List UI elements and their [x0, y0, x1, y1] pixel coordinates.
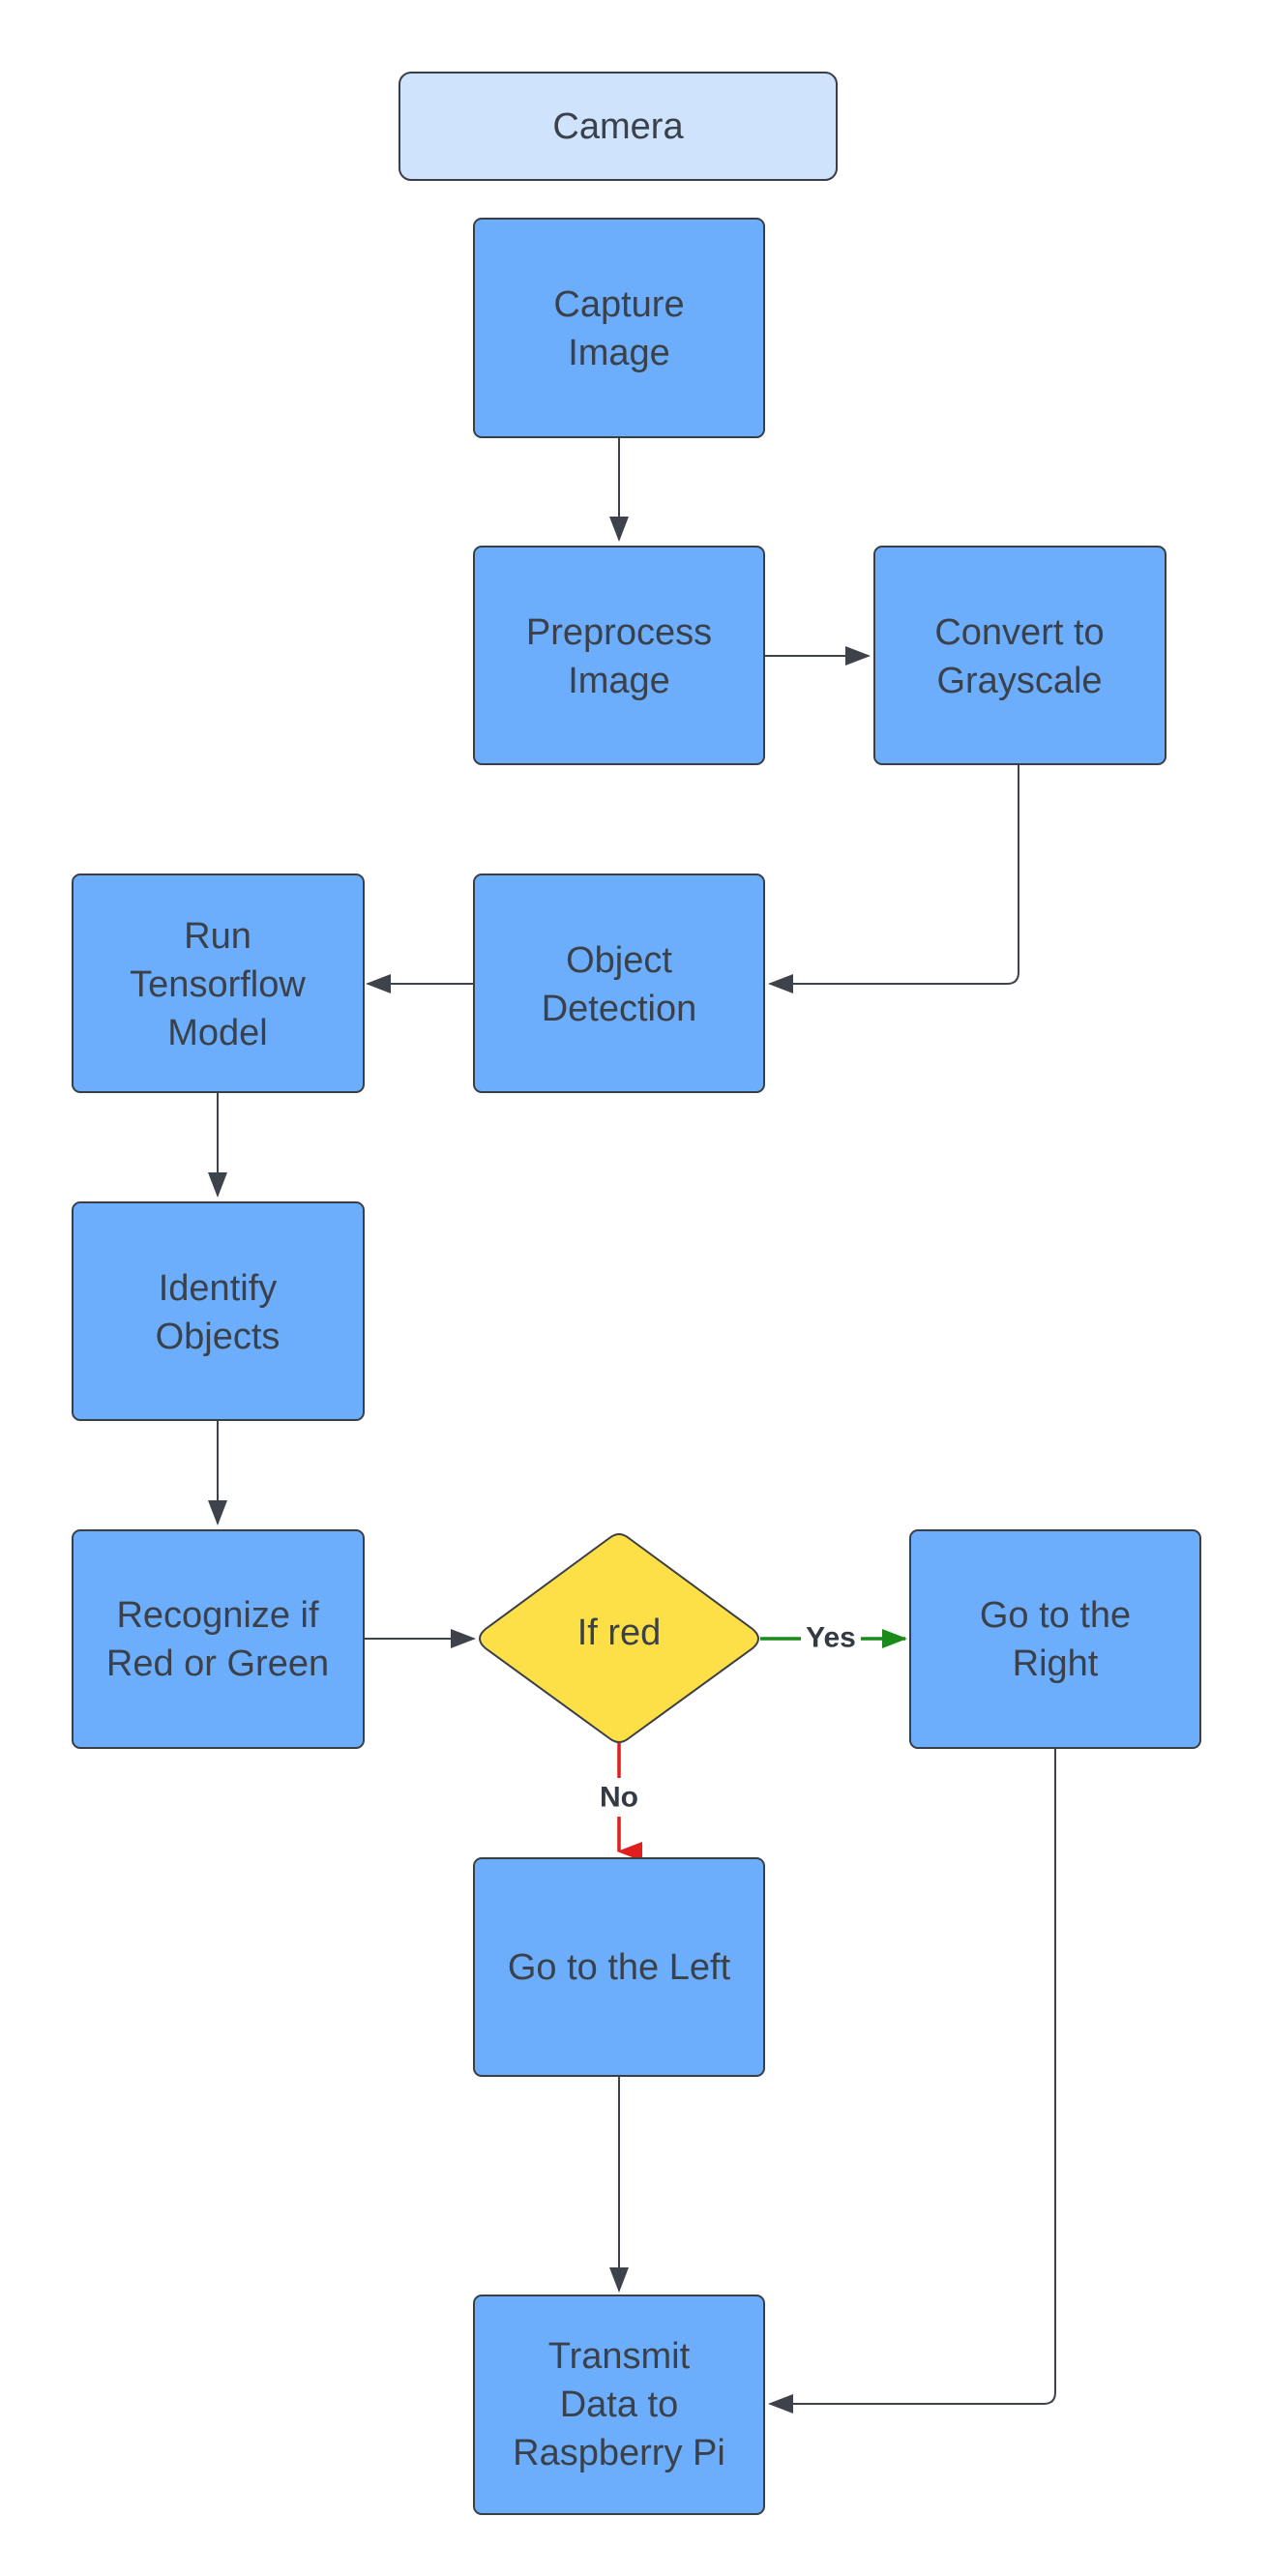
- node-label-line: Go to the Left: [508, 1947, 731, 1988]
- node-convert-grayscale-label: Convert to Grayscale: [934, 612, 1104, 701]
- node-decision-if-red-label: If red: [577, 1613, 662, 1653]
- node-label-line: Model: [167, 1013, 268, 1053]
- node-label-line: Data to: [560, 2384, 679, 2425]
- node-label-line: Image: [568, 661, 670, 701]
- no-label: No: [600, 1782, 638, 1814]
- node-label-line: Red or Green: [106, 1643, 329, 1684]
- node-label-line: Objects: [156, 1317, 281, 1357]
- node-convert-grayscale[interactable]: Convert to Grayscale: [873, 546, 1167, 765]
- node-recognize-color[interactable]: Recognize if Red or Green: [72, 1529, 365, 1749]
- node-label-line: Right: [1013, 1643, 1099, 1684]
- node-recognize-color-label: Recognize if Red or Green: [106, 1595, 329, 1684]
- node-label-line: Capture: [553, 284, 684, 325]
- node-label-line: Raspberry Pi: [513, 2433, 725, 2473]
- edge-right-to-transmit: [768, 1748, 1056, 2413]
- node-label-line: Tensorflow: [130, 964, 306, 1005]
- node-label-line: Camera: [552, 106, 684, 147]
- node-go-left[interactable]: Go to the Left: [473, 1857, 765, 2077]
- yes-label: Yes: [806, 1622, 856, 1654]
- node-label-line: Object: [566, 940, 672, 981]
- node-camera[interactable]: Camera: [399, 72, 838, 181]
- edge-labels: Yes No: [590, 1617, 861, 1817]
- node-label-line: Identify: [159, 1268, 278, 1309]
- node-label-line: Grayscale: [936, 661, 1102, 701]
- node-label-line: Convert to: [934, 612, 1104, 653]
- node-decision-if-red[interactable]: If red: [479, 1533, 759, 1743]
- node-label-line: Transmit: [548, 2336, 691, 2377]
- node-label-line: Go to the: [980, 1595, 1131, 1636]
- node-go-left-label: Go to the Left: [508, 1947, 731, 1988]
- node-label-line: Preprocess: [526, 612, 712, 653]
- node-camera-label: Camera: [552, 106, 684, 147]
- node-label-line: If red: [577, 1613, 662, 1653]
- edge-grayscale-to-detection: [768, 764, 1019, 993]
- node-label-line: Run: [184, 916, 251, 957]
- node-label-line: Recognize if: [116, 1595, 319, 1636]
- node-label-line: Detection: [542, 989, 697, 1029]
- node-label-line: Image: [568, 333, 670, 373]
